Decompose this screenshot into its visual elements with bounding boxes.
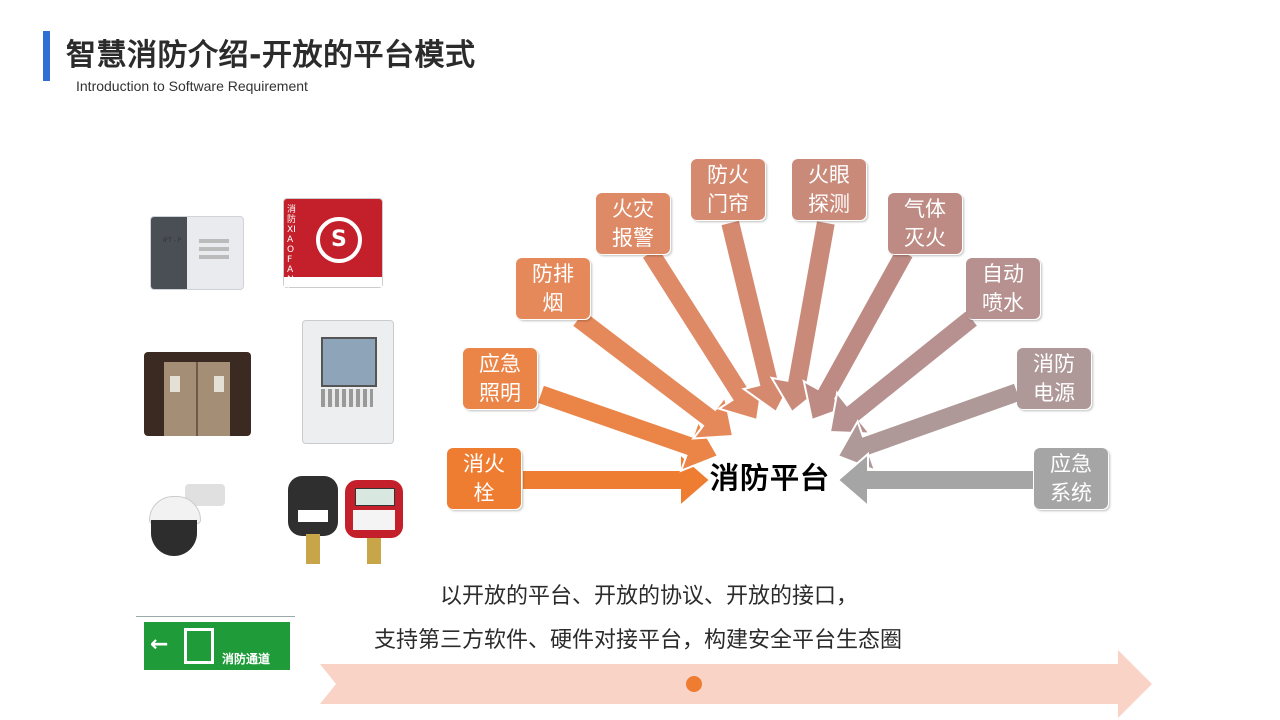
dome-camera-image [145,480,229,560]
exit-sign-image: ← 消防通道 [144,622,290,670]
center-platform-label: 消防平台 [710,461,831,495]
node-label: 应急系统 [1050,452,1092,505]
node-box-3: 防排烟 [516,258,590,319]
arrow-1 [521,451,712,509]
node-label: 火灾报警 [612,197,654,250]
node-box-7: 气体灭火 [888,193,962,254]
exit-sign-divider [136,616,295,617]
node-box-2: 应急照明 [463,348,537,409]
panel-label: IFT - P [163,237,182,244]
logo-card-text: 消防 XIAOFANG [287,205,297,295]
node-label: 气体灭火 [904,197,946,250]
node-box-1: 消火栓 [447,448,521,509]
slogan-line-1: 以开放的平台、开放的协议、开放的接口， [440,584,859,609]
node-label: 防火门帘 [707,163,749,216]
slogan-line-2: 支持第三方软件、硬件对接平台，构建安全平台生态圈 [374,628,903,653]
node-box-9: 消防电源 [1017,348,1091,409]
node-label: 防排烟 [532,262,574,315]
title-accent-bar [43,31,50,81]
node-label: 应急照明 [479,352,521,405]
fire-logo-card-image: S 消防 XIAOFANG [283,198,383,295]
node-box-4: 火灾报警 [596,193,670,254]
control-cabinet-image [302,320,394,444]
page-subtitle: Introduction to Software Requirement [76,78,308,94]
node-label: 消火栓 [463,452,505,505]
node-box-8: 自动喷水 [966,258,1040,319]
node-box-10: 应急系统 [1034,448,1108,509]
node-label: 火眼探测 [808,163,850,216]
pressure-sensor-right-image [345,476,403,564]
arrow-8 [828,308,980,435]
arrow-2 [535,383,720,473]
exit-sign-label: 消防通道 [222,652,271,666]
arrow-7 [802,245,916,422]
fire-door-image [144,352,251,436]
pressure-sensor-left-image [288,476,338,564]
page-title: 智慧消防介绍-开放的平台模式 [66,38,476,73]
arrow-10 [836,451,1035,509]
node-box-5: 防火门帘 [691,159,765,220]
arrow-3 [570,308,735,440]
alarm-panel-image: IFT - P [150,216,244,290]
node-label: 自动喷水 [982,262,1024,315]
node-label: 消防电源 [1033,352,1075,405]
node-box-6: 火眼探测 [792,159,866,220]
exit-arrow-icon: ← [150,632,169,657]
